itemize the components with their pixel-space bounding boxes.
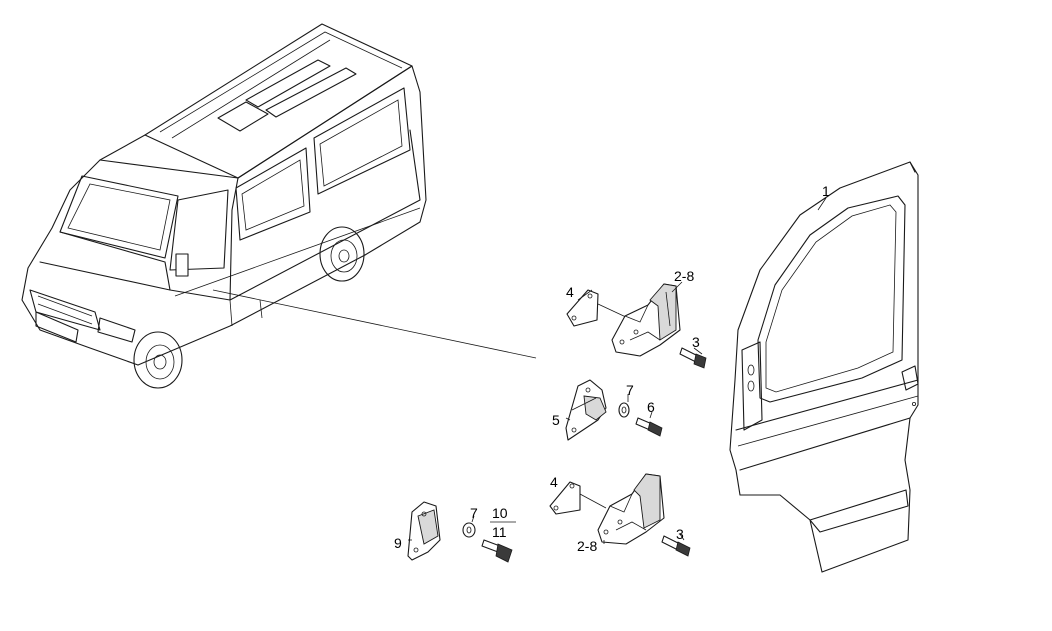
leader-line-van bbox=[212, 289, 537, 359]
callout-2-8-top: 2-8 bbox=[674, 268, 694, 284]
callout-1: 1 bbox=[822, 183, 830, 199]
callout-6: 6 bbox=[647, 399, 655, 415]
callout-7-low: 7 bbox=[470, 505, 478, 521]
hinge-assembly-mid bbox=[565, 379, 663, 441]
callout-5: 5 bbox=[552, 412, 560, 428]
hinge-assembly-bottom bbox=[549, 473, 691, 557]
callout-4-bottom: 4 bbox=[550, 474, 558, 490]
hinge-assembly-top bbox=[566, 281, 707, 369]
callout-11: 11 bbox=[492, 524, 507, 540]
van-illustration bbox=[21, 23, 427, 389]
door-panel bbox=[729, 161, 919, 573]
callout-7-mid: 7 bbox=[626, 382, 634, 398]
check-strap-assembly bbox=[407, 501, 516, 563]
callout-10: 10 bbox=[492, 505, 508, 521]
callout-3-bottom: 3 bbox=[676, 526, 684, 542]
callout-4-top: 4 bbox=[566, 284, 574, 300]
callout-2-8-bottom: 2-8 bbox=[577, 538, 597, 554]
callout-3-top: 3 bbox=[692, 334, 700, 350]
callout-9: 9 bbox=[394, 535, 402, 551]
